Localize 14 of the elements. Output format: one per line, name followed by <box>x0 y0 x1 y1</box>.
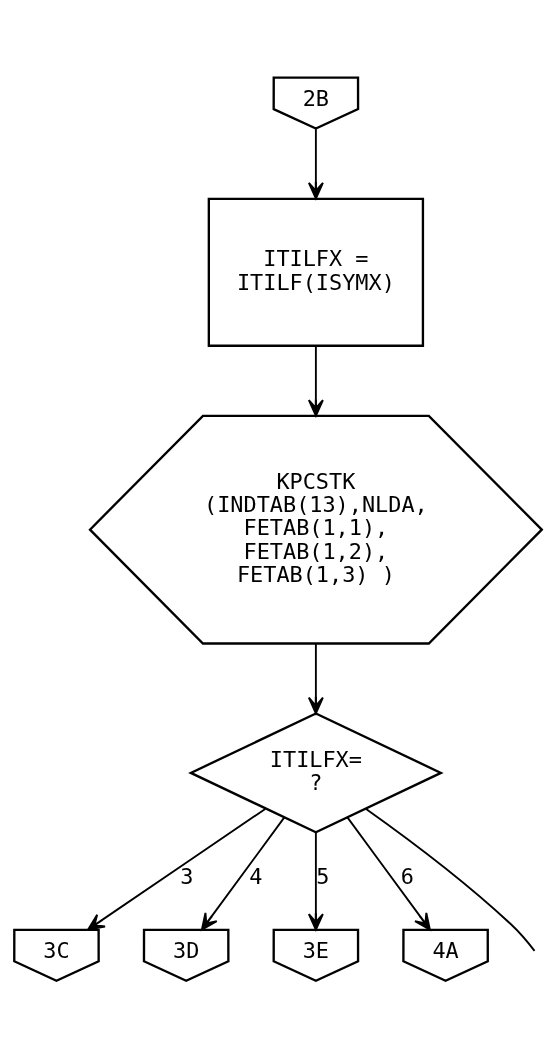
edge-label: 6 <box>400 863 414 889</box>
arrow <box>307 344 324 417</box>
arrow <box>307 127 324 199</box>
connector <box>364 807 536 952</box>
arrow <box>200 816 286 931</box>
edge-label: 3 <box>180 863 194 889</box>
edge-label: 4 <box>249 863 263 889</box>
arrow <box>87 807 267 930</box>
arrow <box>307 642 324 714</box>
node-diamond: ITILFX= ? <box>188 711 444 834</box>
node-box: ITILFX = ITILF(ISYMX) <box>207 197 425 347</box>
arrow <box>346 816 431 931</box>
arrow <box>307 830 324 931</box>
edge-label: 5 <box>316 863 330 889</box>
